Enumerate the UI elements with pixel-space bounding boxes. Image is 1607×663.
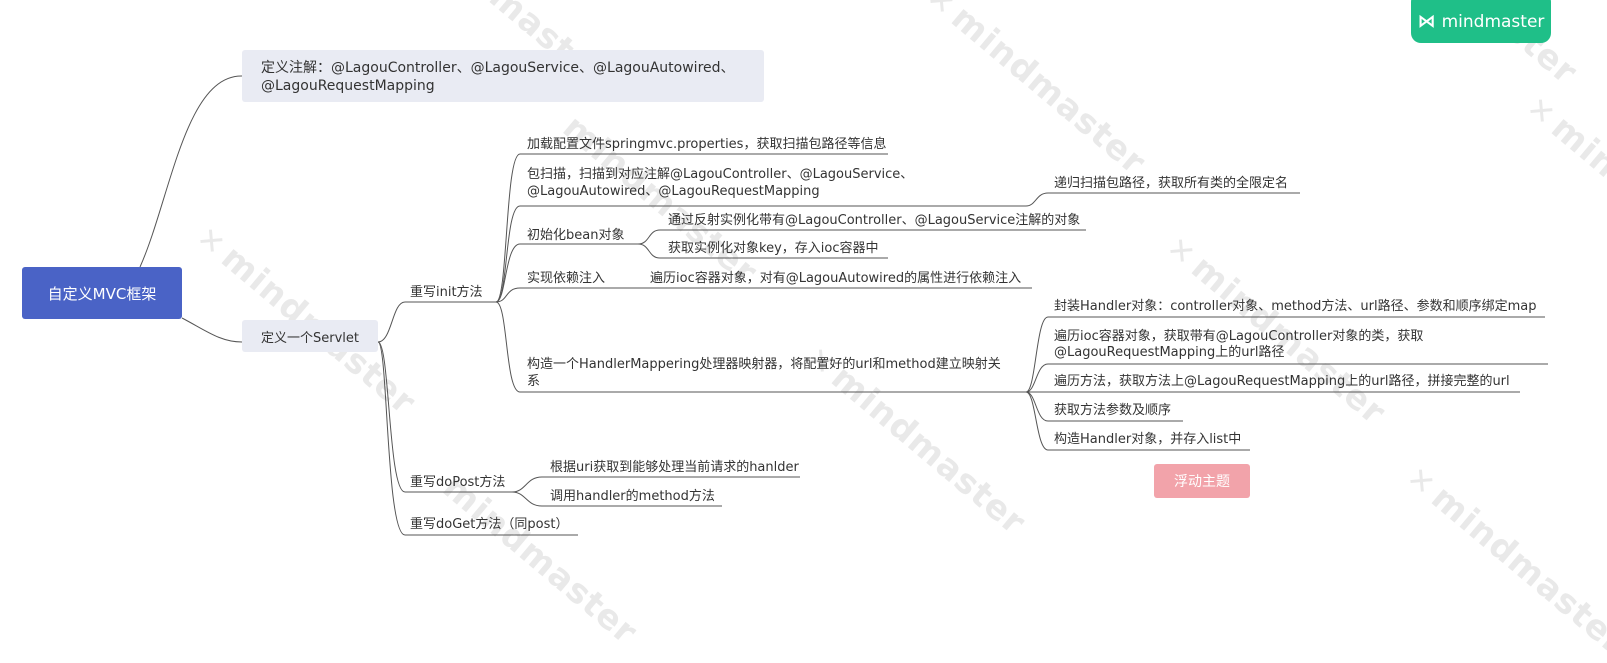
topic-mapping-child2-line1[interactable]: 遍历ioc容器对象，获取带有@LagouController对象的类，获取 — [1054, 329, 1424, 344]
topic-define-annotations-line2: @LagouRequestMapping — [261, 78, 435, 94]
connector-root-annotations — [139, 75, 243, 268]
connector-init-bean — [495, 243, 638, 303]
topic-mapping-child2-line2[interactable]: @LagouRequestMapping上的url路径 — [1054, 345, 1285, 360]
logo-text: mindmaster — [1441, 11, 1545, 32]
topic-mapping-line2[interactable]: 系 — [527, 374, 541, 389]
floating-topic[interactable]: 浮动主题 — [1154, 464, 1250, 498]
connector-servlet-init — [377, 301, 496, 343]
connector-root-servlet — [181, 317, 243, 343]
topic-mapping-child1[interactable]: 封装Handler对象：controller对象、method方法、url路径、… — [1054, 299, 1537, 314]
topic-dopost-child2[interactable]: 调用handler的method方法 — [550, 489, 715, 504]
topic-load-config[interactable]: 加载配置文件springmvc.properties，获取扫描包路径等信息 — [527, 137, 887, 152]
topic-doget[interactable]: 重写doGet方法（同post） — [410, 517, 569, 532]
topic-servlet[interactable]: 定义一个Servlet — [242, 320, 378, 352]
connector-dopost-child1 — [511, 476, 800, 493]
topic-mapping-line1[interactable]: 构造一个HandlerMappering处理器映射器，将配置好的url和meth… — [527, 357, 1001, 372]
topic-init-bean-child1[interactable]: 通过反射实例化带有@LagouController、@LagouService注… — [668, 213, 1081, 228]
connector-mapping-child2 — [1025, 363, 1548, 393]
topic-mapping-child3[interactable]: 遍历方法，获取方法上@LagouRequestMapping上的url路径，拼接… — [1054, 374, 1510, 389]
topic-define-annotations-line1: 定义注解：@LagouController、@LagouService、@Lag… — [261, 60, 735, 76]
mindmaster-logo-icon: ⋈ — [1417, 11, 1436, 32]
topic-init[interactable]: 重写init方法 — [410, 285, 483, 300]
connector-scan-child — [1025, 192, 1300, 207]
connector-dopost-child2 — [511, 491, 722, 507]
topic-di-child[interactable]: 遍历ioc容器对象，对有@LagouAutowired的属性进行依赖注入 — [650, 271, 1022, 286]
topic-scan-child[interactable]: 递归扫描包路径，获取所有类的全限定名 — [1054, 176, 1289, 191]
topic-scan-line2[interactable]: @LagouAutowired、@LagouRequestMapping — [527, 184, 820, 199]
connector-bean-child2 — [637, 243, 888, 259]
mindmaster-logo[interactable]: ⋈ mindmaster — [1411, 0, 1551, 43]
root-topic[interactable]: 自定义MVC框架 — [22, 267, 182, 319]
connector-servlet-doget — [377, 341, 578, 536]
connector-mapping-child1 — [1025, 316, 1545, 393]
connector-init-mapping — [495, 301, 1026, 393]
root-topic-label: 自定义MVC框架 — [47, 284, 157, 303]
topic-mapping-child5[interactable]: 构造Handler对象，并存入list中 — [1054, 432, 1242, 447]
topic-scan-line1[interactable]: 包扫描，扫描到对应注解@LagouController、@LagouServic… — [527, 167, 914, 182]
floating-topic-label: 浮动主题 — [1174, 474, 1230, 490]
topic-define-annotations[interactable] — [242, 50, 764, 102]
topic-di[interactable]: 实现依赖注入 — [527, 271, 606, 286]
topic-init-bean[interactable]: 初始化bean对象 — [527, 228, 625, 243]
topic-servlet-label: 定义一个Servlet — [261, 330, 359, 346]
connector-bean-child1 — [637, 229, 1086, 245]
topic-init-bean-child2[interactable]: 获取实例化对象key，存入ioc容器中 — [668, 241, 879, 256]
topic-mapping-child4[interactable]: 获取方法参数及顺序 — [1054, 403, 1172, 418]
connector-init-load — [495, 153, 888, 303]
topic-dopost[interactable]: 重写doPost方法 — [410, 475, 506, 490]
connector-servlet-dopost — [377, 341, 512, 493]
connector-lines — [139, 75, 1548, 536]
connector-mapping-child5 — [1025, 391, 1250, 451]
topic-dopost-child1[interactable]: 根据uri获取到能够处理当前请求的hanlder — [550, 460, 799, 475]
connector-init-di — [495, 287, 1032, 303]
